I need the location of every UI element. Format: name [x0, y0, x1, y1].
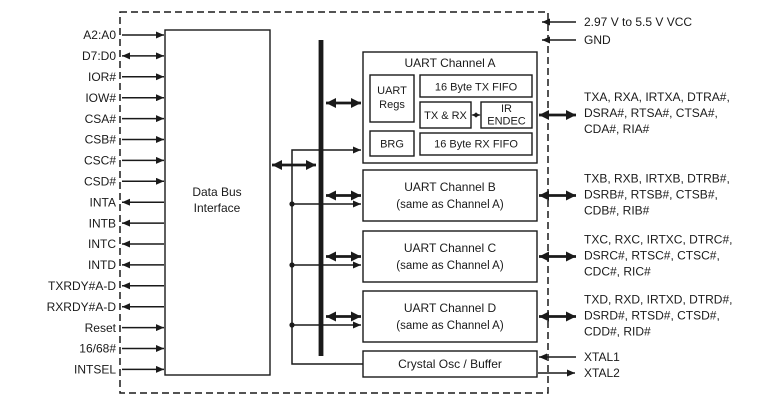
uart-channel-b-subtitle: (same as Channel A)	[396, 199, 504, 211]
uart-channel-d-title: UART Channel D	[404, 301, 497, 315]
uart-channel-b-signals-line2: DSRB#, RTSB#, CTSB#,	[584, 188, 718, 202]
tx-rx-label: TX & RX	[424, 110, 467, 122]
uart-channel-d-signals-line3: CDD#, RID#	[584, 325, 651, 339]
uart-channel-b-title: UART Channel B	[404, 180, 496, 194]
pin-label-ior: IOR#	[88, 70, 116, 84]
pin-label-rxrdy-a-d: RXRDY#A-D	[47, 300, 117, 314]
ir-endec-box	[480, 101, 533, 129]
uart-channel-c-signals-line2: DSRC#, RTSC#, CTSC#,	[584, 249, 720, 263]
brg-label: BRG	[380, 139, 404, 151]
channel-a-signals-line3: CDA#, RIA#	[584, 122, 650, 136]
uart-channel-a-title: UART Channel A	[405, 56, 496, 70]
xtal2-label: XTAL2	[584, 366, 620, 380]
pin-label-csb: CSB#	[85, 133, 117, 147]
pin-label-csc: CSC#	[84, 154, 116, 168]
channel-a-signals-line1: TXA, RXA, IRTXA, DTRA#,	[584, 90, 730, 104]
uart-channel-c-block: UART Channel C (same as Channel A) TXC, RX…	[289, 230, 732, 283]
uart-channel-b-signals-line3: CDB#, RIB#	[584, 204, 650, 218]
pin-label-inta: INTA	[90, 195, 116, 209]
rx-fifo-label: 16 Byte RX FIFO	[434, 139, 518, 151]
uart-channel-d-block: UART Channel D (same as Channel A) TXD, RX…	[289, 290, 732, 343]
crystal-osc-box	[362, 350, 538, 378]
ir-endec-label-line1: IR	[501, 103, 512, 115]
pin-label-csd: CSD#	[84, 175, 116, 189]
pin-label-a2-a0: A2:A0	[83, 28, 116, 42]
uart-channel-c-title: UART Channel C	[404, 241, 497, 255]
brg-box	[369, 130, 415, 157]
data-bus-interface-label-line1: Data Bus	[192, 185, 241, 199]
pin-label-intb: INTB	[89, 216, 116, 230]
uart-channels-bcd: UART Channel B (same as Channel A) TXB, RX…	[289, 169, 732, 343]
pin-label-reset: Reset	[85, 321, 117, 335]
uart-regs-label-line1: UART	[377, 85, 407, 97]
uart-channel-b-signals-line1: TXB, RXB, IRTXB, DTRB#,	[584, 172, 730, 186]
rx-fifo-box	[419, 132, 533, 156]
uart-channel-d-signals-line2: DSRD#, RTSD#, CTSD#,	[584, 309, 720, 323]
tx-rx-box	[419, 101, 472, 129]
crystal-osc-label: Crystal Osc / Buffer	[398, 357, 502, 371]
uart-channel-a-block: UART Channel A UART Regs BRG 16 Byte TX …	[326, 51, 730, 164]
pin-label-csa: CSA#	[85, 112, 117, 126]
internal-data-bus-bar	[318, 40, 324, 356]
pin-label-intd: INTD	[88, 258, 116, 272]
ir-endec-label-line2: ENDEC	[487, 116, 526, 128]
uart-channel-c-subtitle: (same as Channel A)	[396, 260, 504, 272]
pin-label-d7-d0: D7:D0	[82, 49, 116, 63]
tx-fifo-box	[419, 74, 533, 98]
chip-boundary-dashed-box	[119, 11, 549, 394]
crystal-osc-block: Crystal Osc / Buffer XTAL1 XTAL2	[362, 350, 620, 380]
uart-channel-d-subtitle: (same as Channel A)	[396, 320, 504, 332]
pin-label-intc: INTC	[88, 237, 116, 251]
uart-channel-d-signals-line1: TXD, RXD, IRTXD, DTRD#,	[584, 293, 732, 307]
uart-channel-c-signals-line3: CDC#, RIC#	[584, 265, 651, 279]
gnd-label: GND	[584, 33, 611, 47]
pin-label-iow: IOW#	[85, 91, 116, 105]
uart-regs-box	[369, 74, 415, 123]
uart-channel-c-box	[362, 230, 538, 283]
pin-label-txrdy-a-d: TXRDY#A-D	[48, 279, 116, 293]
pin-label-intsel: INTSEL	[74, 363, 116, 377]
xtal1-label: XTAL1	[584, 350, 620, 364]
channel-a-signals-line2: DSRA#, RTSA#, CTSA#,	[584, 106, 718, 120]
vcc-label: 2.97 V to 5.5 V VCC	[584, 15, 692, 29]
uart-regs-label-line2: Regs	[379, 99, 405, 111]
uart-channel-d-box	[362, 290, 538, 343]
uart-channel-b-box	[362, 169, 538, 222]
data-bus-interface-label-line2: Interface	[194, 201, 241, 215]
pin-label-16-68: 16/68#	[79, 342, 116, 356]
uart-channel-b-block: UART Channel B (same as Channel A) TXB, RX…	[289, 169, 730, 222]
tx-fifo-label: 16 Byte TX FIFO	[435, 82, 518, 94]
uart-channel-c-signals-line1: TXC, RXC, IRTXC, DTRC#,	[584, 233, 732, 247]
data-bus-interface-box	[164, 29, 271, 376]
clock-line-channel-a	[291, 146, 363, 365]
